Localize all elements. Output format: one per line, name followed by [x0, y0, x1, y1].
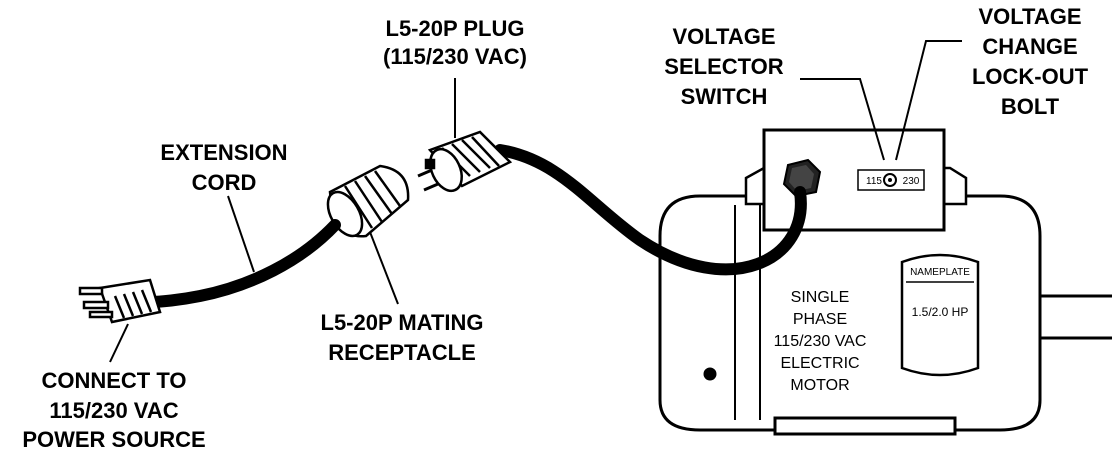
extension-cord: [144, 219, 341, 308]
nameplate-title: NAMEPLATE: [910, 267, 970, 278]
connect-label-line-2: 115/230 VAC: [49, 398, 178, 423]
callout-extension: EXTENSION CORD: [160, 140, 287, 195]
motor-line-1: SINGLE: [791, 289, 850, 306]
plug-label-line-2: (115/230 VAC): [383, 44, 527, 69]
lockout-label-line-2: CHANGE: [982, 34, 1077, 59]
nameplate: NAMEPLATE 1.5/2.0 HP: [900, 253, 980, 377]
leader-lines: [109, 40, 962, 363]
switch-right-value: 230: [903, 176, 920, 187]
lockout-label-line-3: LOCK-OUT: [972, 64, 1089, 89]
voltage-selector-switch: 115 230: [857, 169, 925, 191]
motor-description: SINGLE PHASE 115/230 VAC ELECTRIC MOTOR: [774, 289, 867, 394]
lockout-label-line-1: VOLTAGE: [978, 4, 1081, 29]
motor-power-cord: [494, 144, 807, 276]
callout-connect: CONNECT TO 115/230 VAC POWER SOURCE: [22, 368, 205, 451]
extension-label-line-2: CORD: [192, 170, 257, 195]
selector-label-line-1: VOLTAGE: [672, 24, 775, 49]
extension-label-line-1: EXTENSION: [160, 140, 287, 165]
cable-gland: [782, 158, 822, 198]
connect-label-line-3: POWER SOURCE: [22, 427, 205, 451]
motor-line-5: MOTOR: [790, 377, 849, 394]
connect-label-line-1: CONNECT TO: [41, 368, 186, 393]
selector-label-line-2: SELECTOR: [664, 54, 784, 79]
wall-plug: [78, 278, 162, 324]
lockout-label-line-4: BOLT: [1001, 94, 1060, 119]
motor-line-2: PHASE: [793, 311, 847, 328]
selector-label-line-3: SWITCH: [681, 84, 768, 109]
plug-label-line-1: L5-20P PLUG: [386, 16, 525, 41]
callout-selector: VOLTAGE SELECTOR SWITCH: [664, 24, 784, 109]
motor-line-4: ELECTRIC: [780, 355, 859, 372]
receptacle-label-line-2: RECEPTACLE: [328, 340, 476, 365]
receptacle-label-line-1: L5-20P MATING: [321, 310, 484, 335]
motor-line-3: 115/230 VAC: [774, 333, 867, 350]
callout-lockout: VOLTAGE CHANGE LOCK-OUT BOLT: [972, 4, 1089, 119]
nameplate-value: 1.5/2.0 HP: [912, 305, 969, 319]
callout-plug: L5-20P PLUG (115/230 VAC): [383, 16, 527, 69]
l5-20p-plug: [417, 130, 513, 193]
callout-receptacle: L5-20P MATING RECEPTACLE: [321, 310, 484, 365]
switch-left-value: 115: [866, 176, 882, 187]
